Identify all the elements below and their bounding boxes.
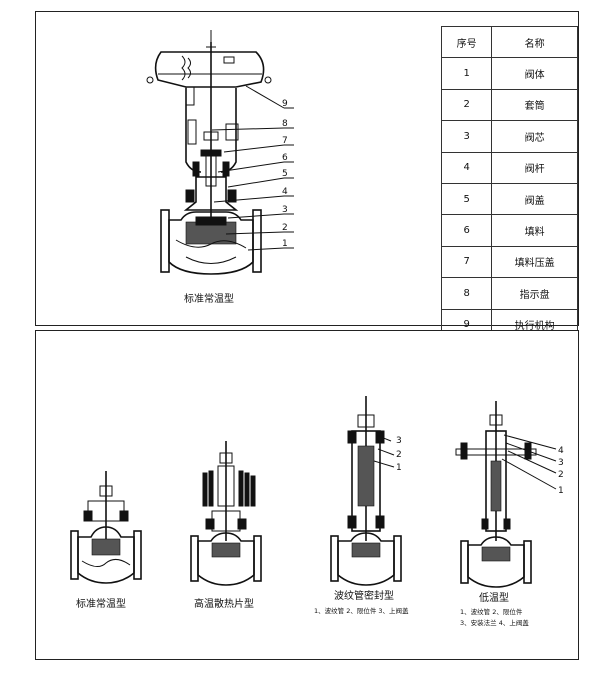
valve-body bbox=[160, 209, 262, 275]
variant-bellows-note: 1、波纹管 2、限位件 3、上阀盖 bbox=[314, 606, 409, 615]
variant-bellows: 3 2 1 波纹管密封型 1、波纹管 2、限位件 3、上阀盖 bbox=[314, 396, 409, 615]
parts-table-header: 序号 名称 bbox=[440, 25, 578, 59]
variant-low-temp-note-1: 1、波纹管 2、限位件 bbox=[460, 607, 523, 616]
row-name: 套筒 bbox=[491, 88, 578, 122]
row-no: 6 bbox=[440, 214, 493, 247]
variant-high-temp: 高温散热片型 bbox=[190, 441, 262, 610]
callout-7: 7 bbox=[282, 136, 288, 146]
row-no: 4 bbox=[440, 151, 493, 184]
callout-2: 2 bbox=[282, 223, 288, 233]
callout-4: 4 bbox=[282, 187, 288, 197]
header-name: 名称 bbox=[491, 25, 578, 59]
lowtemp-callout-3: 3 bbox=[558, 458, 564, 468]
callout-3: 3 bbox=[282, 205, 288, 215]
row-no: 8 bbox=[440, 277, 493, 310]
variants-drawing: 标准常温型 高温散热片型 bbox=[70, 396, 564, 627]
row-name: 填料压盖 bbox=[491, 245, 578, 279]
row-name: 阀体 bbox=[491, 57, 578, 90]
bellows-callout-3: 3 bbox=[396, 436, 402, 446]
lowtemp-callout-2: 2 bbox=[558, 470, 564, 480]
callout-leaders bbox=[211, 85, 294, 251]
row-no: 7 bbox=[440, 245, 493, 279]
variant-low-temp-caption: 低温型 bbox=[479, 591, 509, 604]
variant-low-temp-note-2: 3、安装法兰 4、上阀盖 bbox=[460, 618, 529, 627]
callout-6: 6 bbox=[282, 153, 288, 163]
row-no: 5 bbox=[440, 182, 493, 216]
main-drawing-caption: 标准常温型 bbox=[184, 292, 234, 305]
variant-low-temp: 4 3 2 1 低温型 1、波纹管 2、限位件 3、安装法兰 4、上阀盖 bbox=[455, 401, 564, 627]
callout-9: 9 bbox=[282, 99, 288, 109]
bellows-callout-2: 2 bbox=[396, 450, 402, 460]
variant-standard-caption: 标准常温型 bbox=[76, 597, 126, 610]
row-name: 阀杆 bbox=[491, 151, 578, 184]
main-valve-drawing: 1 2 3 4 5 6 7 8 9 标准常温型 bbox=[146, 30, 294, 305]
row-name: 阀盖 bbox=[491, 182, 578, 216]
header-no: 序号 bbox=[440, 25, 493, 59]
lowtemp-callout-4: 4 bbox=[558, 446, 564, 456]
callout-8: 8 bbox=[282, 119, 288, 129]
callout-1: 1 bbox=[282, 239, 288, 249]
row-no: 3 bbox=[440, 120, 493, 153]
row-no: 1 bbox=[440, 57, 493, 90]
row-name: 填料 bbox=[491, 214, 578, 247]
variants-panel: 标准常温型 高温散热片型 bbox=[35, 330, 579, 660]
variant-bellows-caption: 波纹管密封型 bbox=[334, 589, 394, 602]
variant-standard: 标准常温型 bbox=[70, 471, 142, 610]
row-name: 阀芯 bbox=[491, 120, 578, 153]
bellows-callout-1: 1 bbox=[396, 463, 402, 473]
row-name: 指示盘 bbox=[491, 277, 578, 310]
callout-5: 5 bbox=[282, 169, 288, 179]
variant-high-temp-caption: 高温散热片型 bbox=[194, 597, 254, 610]
lowtemp-callout-1: 1 bbox=[558, 486, 564, 496]
row-no: 2 bbox=[440, 88, 493, 122]
stem-bonnet bbox=[183, 42, 239, 222]
callout-labels: 1 2 3 4 5 6 7 8 9 bbox=[282, 99, 288, 249]
cooling-fins bbox=[202, 470, 256, 507]
